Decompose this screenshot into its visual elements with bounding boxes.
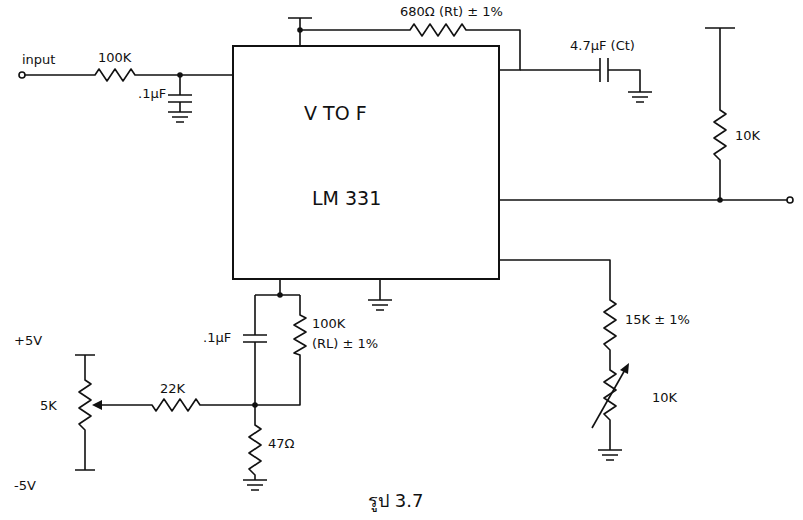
component-value: -5V <box>14 478 36 494</box>
component-value: 4.7µF (Ct) <box>570 38 635 54</box>
ic-label: LM 331 <box>312 187 381 209</box>
component-value: 100K <box>312 316 345 332</box>
component-value: input <box>22 52 55 68</box>
component-value: 15K ± 1% <box>625 312 690 328</box>
component-value: +5V <box>14 333 42 349</box>
ic-box: V TO F LM 331 <box>232 45 500 280</box>
component-value: 22K <box>160 381 185 397</box>
component-value: 10K <box>652 390 677 406</box>
component-value: .1µF <box>203 330 231 346</box>
component-value: 47Ω <box>268 436 294 452</box>
component-value: (RL) ± 1% <box>312 336 378 352</box>
component-value: 100K <box>98 50 131 66</box>
component-value: 680Ω (Rt) ± 1% <box>400 4 503 20</box>
figure-caption: รูป 3.7 <box>368 486 423 515</box>
component-value: .1µF <box>138 86 166 102</box>
ic-label: V TO F <box>304 102 367 124</box>
component-value: 5K <box>40 398 57 414</box>
component-value: 10K <box>735 128 760 144</box>
